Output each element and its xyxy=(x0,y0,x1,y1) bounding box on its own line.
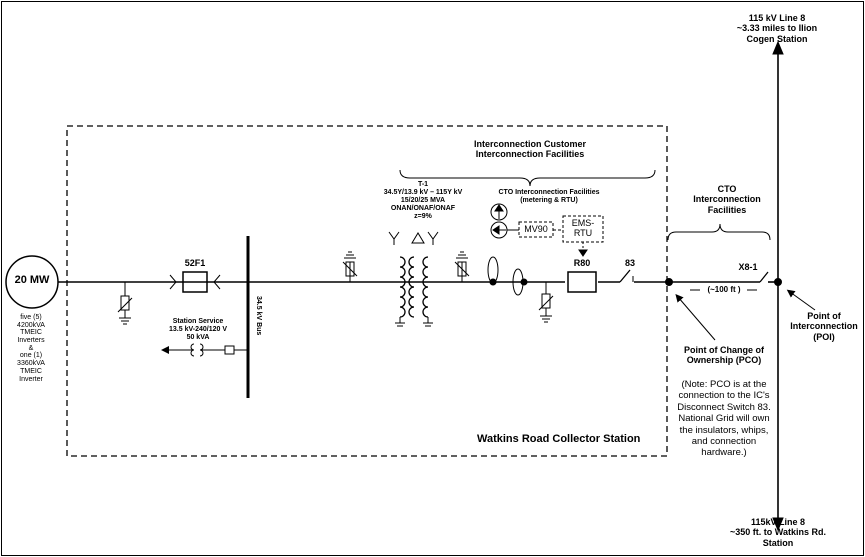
note-line-7: hardware.) xyxy=(701,447,747,459)
breaker-52f1 xyxy=(182,271,208,293)
poi-point xyxy=(774,278,782,286)
pco-label: Point of Change of Ownership (PCO) xyxy=(672,345,776,366)
ems-rtu-line2: RTU xyxy=(573,228,593,239)
ems-rtu-line1: EMS- xyxy=(571,218,595,228)
poi-line1: Point of xyxy=(807,311,841,321)
transformer-label: T-1 34.5Y/13.9 kV – 115Y kV 15/20/25 MVA… xyxy=(368,181,478,221)
note-line-2: connection to the IC's xyxy=(678,390,770,402)
gen-desc-6: one (1) xyxy=(19,352,43,360)
transformer-id: T-1 xyxy=(417,181,429,188)
ic-facilities-label: Interconnection Customer Interconnection… xyxy=(445,139,615,160)
line-top-label: 115 kV Line 8 ~3.33 miles to Ilion Cogen… xyxy=(727,13,827,44)
transformer-voltage: 34.5Y/13.9 kV – 115Y kV xyxy=(383,189,463,197)
distance-label: (~100 ft ) xyxy=(707,285,741,294)
pco-point xyxy=(665,278,673,286)
poi-label: Point of Interconnection (POI) xyxy=(784,311,864,342)
breaker-r80 xyxy=(567,271,597,293)
note-line-5: the insulators, whips, xyxy=(679,424,769,436)
station-service-rating: 50 kVA xyxy=(186,334,210,342)
line-top-name: 115 kV Line 8 xyxy=(748,13,806,23)
breaker-r80-label: R80 xyxy=(573,258,591,268)
gen-desc-2: 4200kVA xyxy=(17,321,45,329)
station-boundary xyxy=(66,125,668,457)
cto-metering-sub: (metering & RTU) xyxy=(520,197,578,205)
switch-83-label: 83 xyxy=(624,258,635,268)
pco-line1: Point of Change of xyxy=(684,345,764,355)
line-top-distance: ~3.33 miles to Ilion xyxy=(736,23,818,34)
poi-line2: Interconnection xyxy=(790,321,858,332)
cto-facilities-line2: Interconnection xyxy=(693,194,761,205)
gen-desc-3: TMEIC xyxy=(20,329,42,337)
note-line-3: Disconnect Switch 83. xyxy=(677,401,771,413)
ems-rtu-label: EMS- RTU xyxy=(563,218,603,239)
transformer-mva: 15/20/25 MVA xyxy=(400,197,446,205)
station-service-label: Station Service 13.5 kV-240/120 V 50 kVA xyxy=(158,318,238,342)
cto-facilities-line1: CTO xyxy=(717,184,737,194)
pco-note: (Note: PCO is at the connection to the I… xyxy=(672,379,776,459)
gen-desc-1: five (5) xyxy=(20,314,42,321)
line-bottom-distance: ~350 ft. to Watkins Rd. xyxy=(730,527,826,538)
transformer-impedance: z=9% xyxy=(414,213,432,221)
cto-facilities-label: CTO Interconnection Facilities xyxy=(682,184,772,215)
note-line-4: National Grid will own xyxy=(678,413,770,425)
breaker-52f1-label: 52F1 xyxy=(184,258,206,268)
gen-desc-9: Inverter xyxy=(19,375,43,383)
line-bottom-station: Station xyxy=(762,537,794,548)
ic-facilities-line2: Interconnection Facilities xyxy=(475,149,585,160)
ic-facilities-line1: Interconnection Customer xyxy=(473,139,586,149)
station-service-title: Station Service xyxy=(172,318,224,325)
cto-metering-title: CTO Interconnection Facilities xyxy=(498,189,600,196)
switch-x81-label: X8-1 xyxy=(738,262,758,272)
transformer-cooling: ONAN/ONAF/ONAF xyxy=(390,205,456,213)
note-line-6: and connection xyxy=(691,435,757,447)
poi-line3: (POI) xyxy=(813,331,835,342)
mv90-label: MV90 xyxy=(524,224,548,234)
station-name: Watkins Road Collector Station xyxy=(477,433,641,445)
generator-description: five (5) 4200kVA TMEIC Inverters & one (… xyxy=(6,314,56,383)
note-line-1: (Note: PCO is at the xyxy=(681,379,767,390)
gen-desc-8: TMEIC xyxy=(20,367,42,375)
station-service-voltage: 13.5 kV-240/120 V xyxy=(169,326,227,334)
gen-desc-5: & xyxy=(28,344,34,352)
cto-metering-label: CTO Interconnection Facilities (metering… xyxy=(490,189,608,205)
generator-circle xyxy=(5,255,59,309)
generator-rating: 20 MW xyxy=(14,274,50,286)
gen-desc-4: Inverters xyxy=(17,337,45,345)
bus-label: 34.5 kV Bus xyxy=(255,296,262,336)
line-bottom-name: 115kV Line 8 xyxy=(750,517,806,527)
pco-line2: Ownership (PCO) xyxy=(686,355,762,366)
gen-desc-7: 3360kVA xyxy=(17,360,45,368)
cto-facilities-line3: Facilities xyxy=(707,204,747,215)
line-top-station: Cogen Station xyxy=(746,33,808,44)
line-bottom-label: 115kV Line 8 ~350 ft. to Watkins Rd. Sta… xyxy=(726,517,830,548)
